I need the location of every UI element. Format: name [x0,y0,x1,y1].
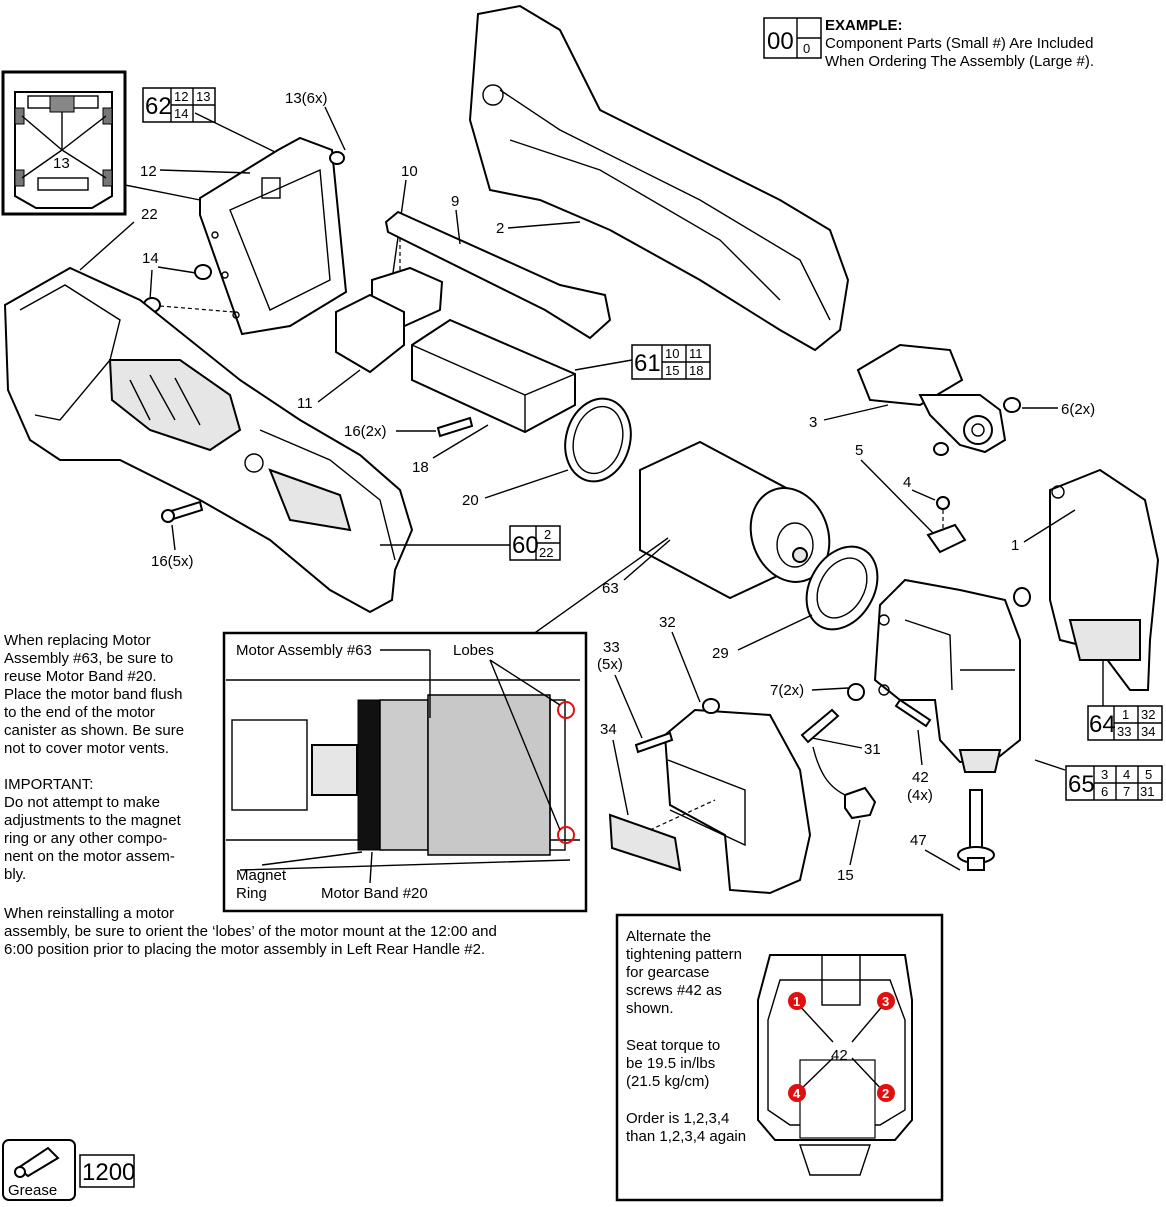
label-14: 14 [142,250,159,267]
switch-actuator-bar [384,210,612,340]
label-5: 5 [855,442,863,459]
label-33: 33 [603,639,620,656]
battery-contact-plate [199,136,348,336]
torque-marker-4 [788,1084,806,1102]
assembly-61-part: 10 [665,346,679,361]
assembly-60-part: 22 [539,545,553,560]
torque-number-1: 1 [793,994,800,1009]
control-board [411,318,576,434]
note-reinstall: When reinstalling a motor assembly, be s… [4,905,497,958]
label-1: 1 [1011,537,1019,554]
label-20: 20 [462,492,479,509]
inset-magnet-label-1: Magnet [236,867,287,884]
example-title: EXAMPLE: [825,17,903,34]
note-important: IMPORTANT: Do not attempt to make adjust… [4,776,181,883]
label-34: 34 [600,721,617,738]
assembly-64-part: 1 [1122,707,1129,722]
assembly-60-part: 2 [544,527,551,542]
torque-marker-1 [788,992,806,1010]
grease-code-box [79,1154,135,1188]
example-small-number: 0 [803,41,810,56]
assembly-65-part: 5 [1145,767,1152,782]
label-32: 32 [659,614,676,631]
motor-washer [805,545,879,631]
label-10: 10 [401,163,418,180]
label-29: 29 [712,645,729,662]
gearcase-assembly [873,578,1021,764]
paddle-switch [856,343,964,407]
example-big-number: 00 [767,28,794,55]
assembly-65-part: 7 [1123,784,1130,799]
label-2: 2 [496,220,504,237]
assembly-64-number: 64 [1089,711,1116,738]
label-63: 63 [602,580,619,597]
note-motor-band: When replacing Motor Assembly #63, be su… [4,632,185,757]
inset-magnet-label-2: Ring [236,885,267,902]
assembly-60-number: 60 [512,532,539,559]
torque-text-3: Order is 1,2,3,4 than 1,2,3,4 again [626,1110,747,1145]
left-rear-handle [468,4,850,352]
label-13-inset: 13 [53,155,70,172]
example-line-2: When Ordering The Assembly (Large #). [825,53,1094,70]
label-13-6x: 13(6x) [285,90,328,107]
assembly-65-part: 3 [1101,767,1108,782]
inset-lobes-label: Lobes [453,642,494,659]
torque-text-2: Seat torque to be 19.5 in/lbs (21.5 kg/c… [626,1037,721,1090]
assembly-65-part: 31 [1140,784,1154,799]
assembly-62-part: 13 [196,89,210,104]
assembly-61-number: 61 [634,350,661,377]
assembly-65-part: 4 [1123,767,1130,782]
motor-cover [663,708,812,895]
label-6-2x: 6(2x) [1061,401,1095,418]
label-31: 31 [864,741,881,758]
torque-label-42: 42 [831,1047,848,1064]
label-3: 3 [809,414,817,431]
grease-code: 1200 [82,1159,135,1186]
assembly-61-part: 18 [689,363,703,378]
label-33-5x: (5x) [597,656,623,673]
label-15: 15 [837,867,854,884]
example-line-1: Component Parts (Small #) Are Included [825,35,1093,52]
assembly-65-part: 6 [1101,784,1108,799]
label-42: 42 [912,769,929,786]
inset-motor-label: Motor Assembly #63 [236,642,372,659]
label-16-2x: 16(2x) [344,423,387,440]
inset-band-label: Motor Band #20 [321,885,428,902]
torque-number-2: 2 [882,1086,889,1101]
label-4: 4 [903,474,911,491]
assembly-60-box [509,525,561,561]
label-12: 12 [140,163,157,180]
assembly-64-part: 34 [1141,724,1155,739]
assembly-65-number: 65 [1068,771,1095,798]
assembly-62-part: 14 [174,106,188,121]
label-42-4x: (4x) [907,787,933,804]
assembly-64-part: 32 [1141,707,1155,722]
label-22: 22 [141,206,158,223]
assembly-61-part: 15 [665,363,679,378]
assembly-62-number: 62 [145,93,172,120]
label-9: 9 [451,193,459,210]
label-47: 47 [910,832,927,849]
label-11: 11 [297,395,313,412]
label-18: 18 [412,459,429,476]
assembly-64-part: 33 [1117,724,1131,739]
torque-marker-2 [877,1084,895,1102]
torque-marker-3 [877,992,895,1010]
torque-number-3: 3 [882,994,889,1009]
label-7-2x: 7(2x) [770,682,804,699]
torque-number-4: 4 [793,1086,801,1101]
label-16-5x: 16(5x) [151,553,194,570]
grease-label: Grease [8,1182,57,1199]
assembly-62-part: 12 [174,89,188,104]
assembly-61-part: 11 [689,346,703,361]
torque-text-1: Alternate the tightening pattern for gea… [626,928,742,1017]
